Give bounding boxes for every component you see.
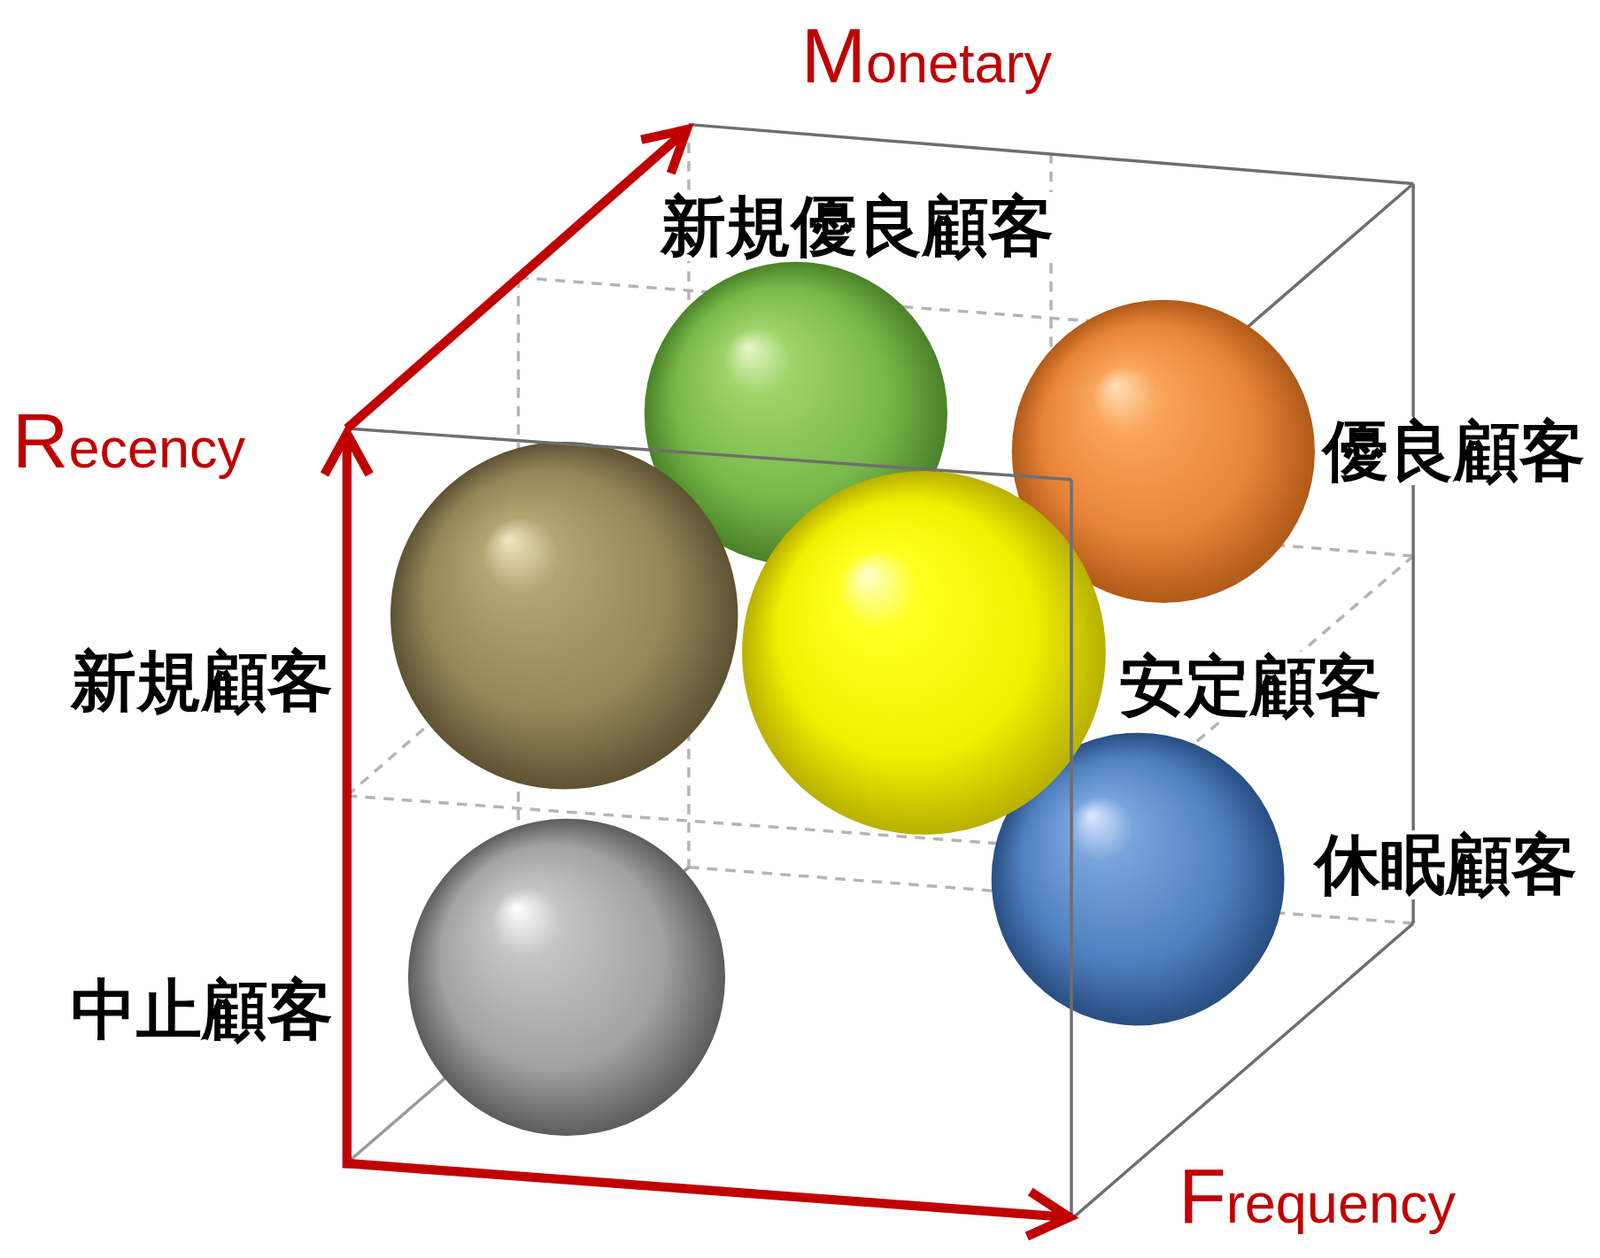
sphere-body [390, 441, 738, 789]
segment-label: 安定顧客 [1115, 651, 1385, 721]
axis-arrowhead [641, 129, 687, 173]
segment-label: 中止顧客 [67, 975, 337, 1045]
segment-sphere: 安定顧客 [740, 469, 1108, 837]
frequency-axis [342, 1163, 1067, 1218]
cube-edge [1069, 479, 1073, 1221]
segment-label: 新規優良顧客 [657, 192, 1058, 262]
axis-title: Frequency [1178, 1157, 1456, 1236]
recency-axis [342, 435, 352, 1168]
sphere-shape [388, 440, 740, 791]
monetary-axis [347, 131, 685, 429]
segment-sphere: 新規顧客 [388, 440, 740, 791]
axis-arrowhead [1027, 1191, 1070, 1237]
axis-arrowhead [324, 433, 370, 475]
segment-sphere: 中止顧客 [406, 817, 727, 1138]
sphere-shape [740, 469, 1108, 837]
axis-title: Monetary [801, 16, 1052, 95]
axis-title: Recency [12, 401, 246, 480]
segment-label: 休眠顧客 [1311, 830, 1581, 900]
cube-edge [1411, 183, 1415, 924]
cube-edge [688, 124, 1414, 185]
sphere-body [742, 471, 1106, 835]
segment-label: 新規顧客 [67, 647, 337, 717]
sphere-shape [406, 817, 727, 1138]
segment-label: 優良顧客 [1319, 417, 1589, 487]
sphere-body [407, 819, 725, 1137]
sphere-body [991, 733, 1285, 1027]
